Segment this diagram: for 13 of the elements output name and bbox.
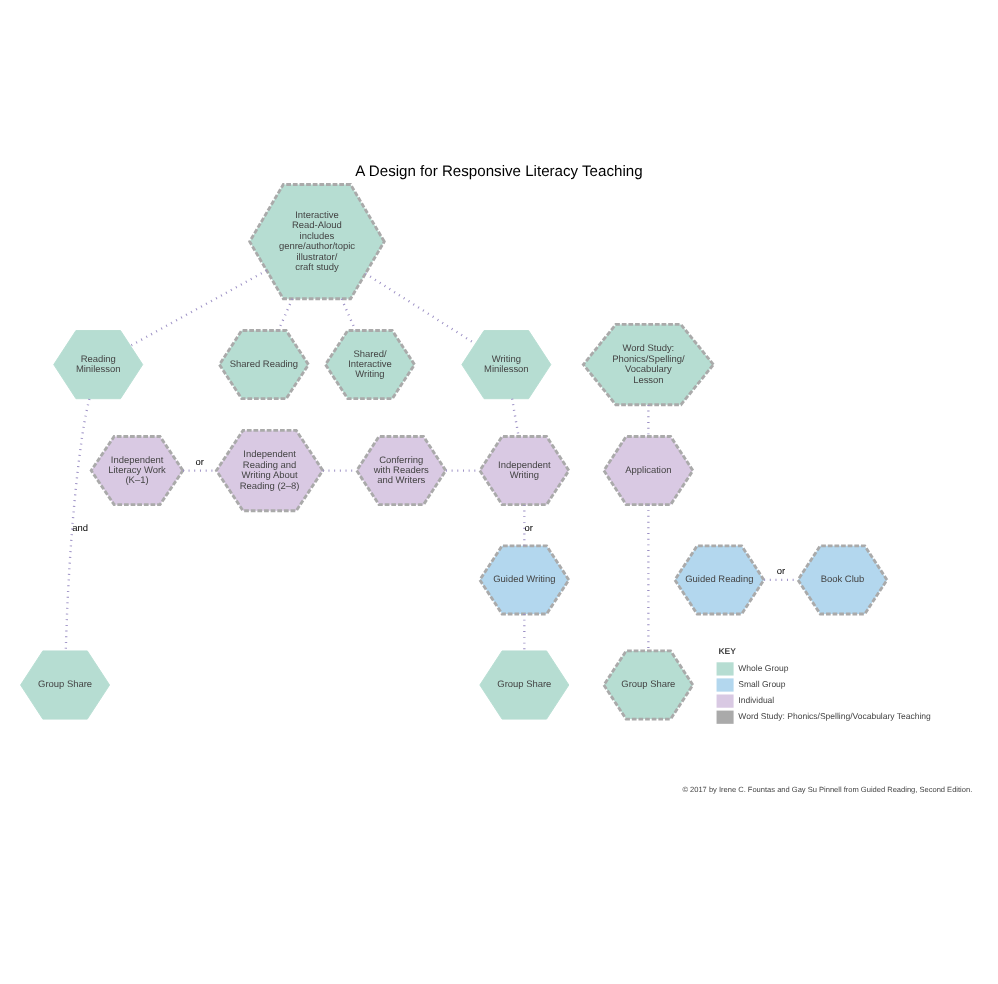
connector <box>183 469 216 472</box>
connector <box>277 298 294 331</box>
connector <box>764 578 798 582</box>
connector <box>64 398 91 651</box>
connector <box>647 404 650 437</box>
diagram-title: A Design for Responsive Literacy Teaching <box>355 161 643 180</box>
connector <box>523 504 526 546</box>
connector <box>340 298 357 331</box>
connector <box>510 398 520 437</box>
connector <box>364 272 476 345</box>
connector <box>322 469 357 472</box>
connector <box>445 469 480 472</box>
connector <box>129 269 268 347</box>
